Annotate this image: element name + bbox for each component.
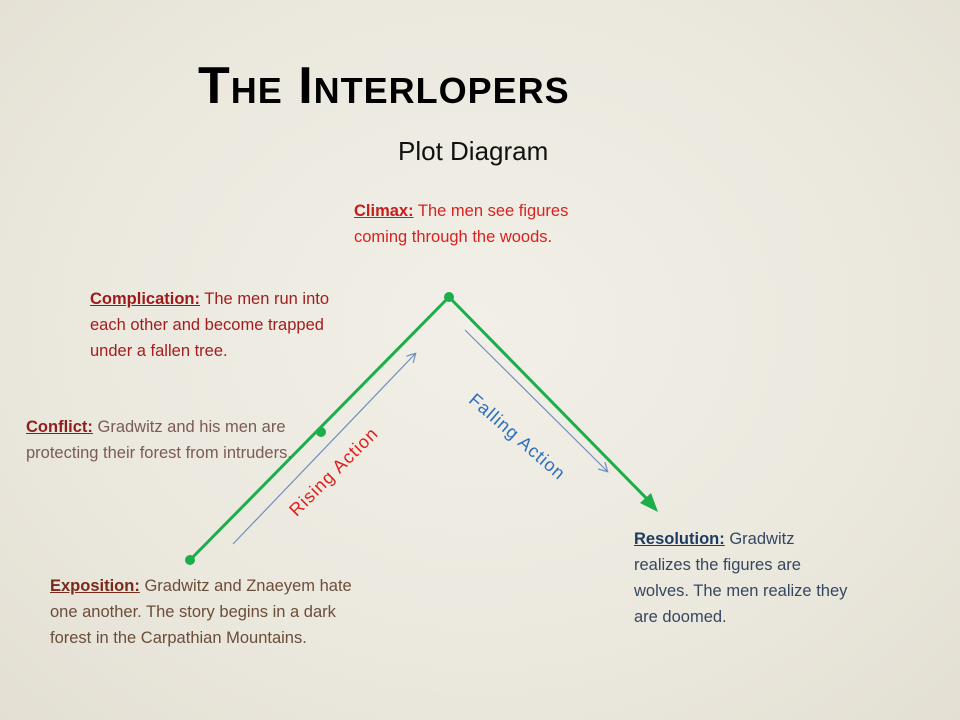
exposition-note: Exposition: Gradwitz and Znaeyem hate on… xyxy=(50,573,356,651)
resolution-arrowhead xyxy=(640,493,658,512)
conflict-text: Gradwitz and his men are protecting thei… xyxy=(26,418,292,462)
climax-point xyxy=(444,292,454,302)
complication-heading: Complication: xyxy=(90,290,200,308)
conflict-note: Conflict: Gradwitz and his men are prote… xyxy=(26,414,298,466)
slide-title: The Interlopers xyxy=(198,57,570,115)
resolution-text: Gradwitz realizes the figures are wolves… xyxy=(634,530,848,626)
climax-note: Climax: The men see figures coming throu… xyxy=(354,198,594,250)
rising-action-arrow xyxy=(232,354,415,545)
slide-subtitle: Plot Diagram xyxy=(398,136,549,166)
complication-note: Complication: The men run into each othe… xyxy=(90,286,338,364)
climax-text: The men see figures coming through the w… xyxy=(354,202,569,246)
falling-line xyxy=(447,295,652,504)
conflict-heading: Conflict: xyxy=(26,418,93,436)
conflict-point xyxy=(316,427,326,437)
exposition-text: Gradwitz and Znaeyem hate one another. T… xyxy=(50,577,352,647)
resolution-heading: Resolution: xyxy=(634,530,725,548)
resolution-note: Resolution: Gradwitz realizes the figure… xyxy=(634,526,848,630)
exposition-heading: Exposition: xyxy=(50,577,140,595)
exposition-point xyxy=(185,555,195,565)
complication-text: The men run into each other and become t… xyxy=(90,290,330,360)
falling-action-arrow xyxy=(464,329,607,471)
climax-heading: Climax: xyxy=(354,202,414,220)
